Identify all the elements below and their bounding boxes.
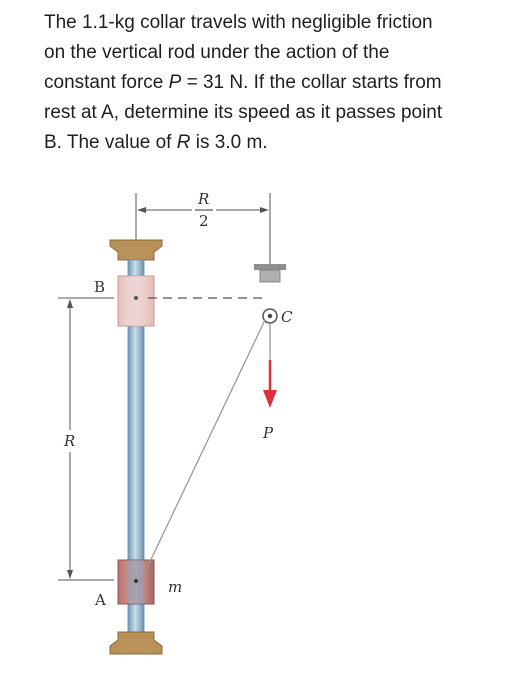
label-b: B	[94, 278, 105, 296]
problem-line-4: rest at A, determine its speed as it pas…	[44, 102, 443, 123]
cable	[145, 319, 266, 571]
dimension-r-half: R 2	[135, 190, 271, 265]
force-p-arrow	[263, 360, 277, 408]
problem-line-1: The 1.1-kg collar travels with negligibl…	[44, 12, 433, 33]
force-value: = 31 N. If the collar starts from	[181, 72, 442, 93]
problem-line-5-pre: B. The value of	[44, 132, 177, 153]
dim-top-denominator: 2	[199, 212, 209, 230]
problem-line-3: constant force P = 31 N. If the collar s…	[44, 68, 504, 98]
dimension-r	[58, 297, 114, 581]
pulley-support	[254, 264, 286, 283]
label-r: R	[63, 432, 75, 450]
force-symbol: P	[168, 72, 182, 93]
label-p: P	[262, 424, 274, 442]
problem-line-3-pre: constant force	[44, 72, 169, 93]
label-a: A	[94, 591, 106, 609]
top-bracket	[109, 239, 163, 261]
bottom-bracket	[109, 631, 163, 655]
label-m: m	[168, 578, 182, 596]
label-c: C	[281, 308, 293, 326]
problem-line-5: B. The value of R is 3.0 m.	[44, 128, 504, 158]
problem-line-2: on the vertical rod under the action of …	[44, 42, 390, 63]
r-symbol: R	[176, 132, 191, 153]
r-value: is 3.0 m.	[190, 132, 268, 153]
collar-position-a	[117, 559, 155, 605]
dim-top-numerator: R	[197, 190, 209, 208]
collar-position-b	[117, 275, 155, 327]
problem-statement: The 1.1-kg collar travels with negligibl…	[44, 8, 504, 158]
collar-rod-figure: R 2 C P	[58, 190, 293, 655]
